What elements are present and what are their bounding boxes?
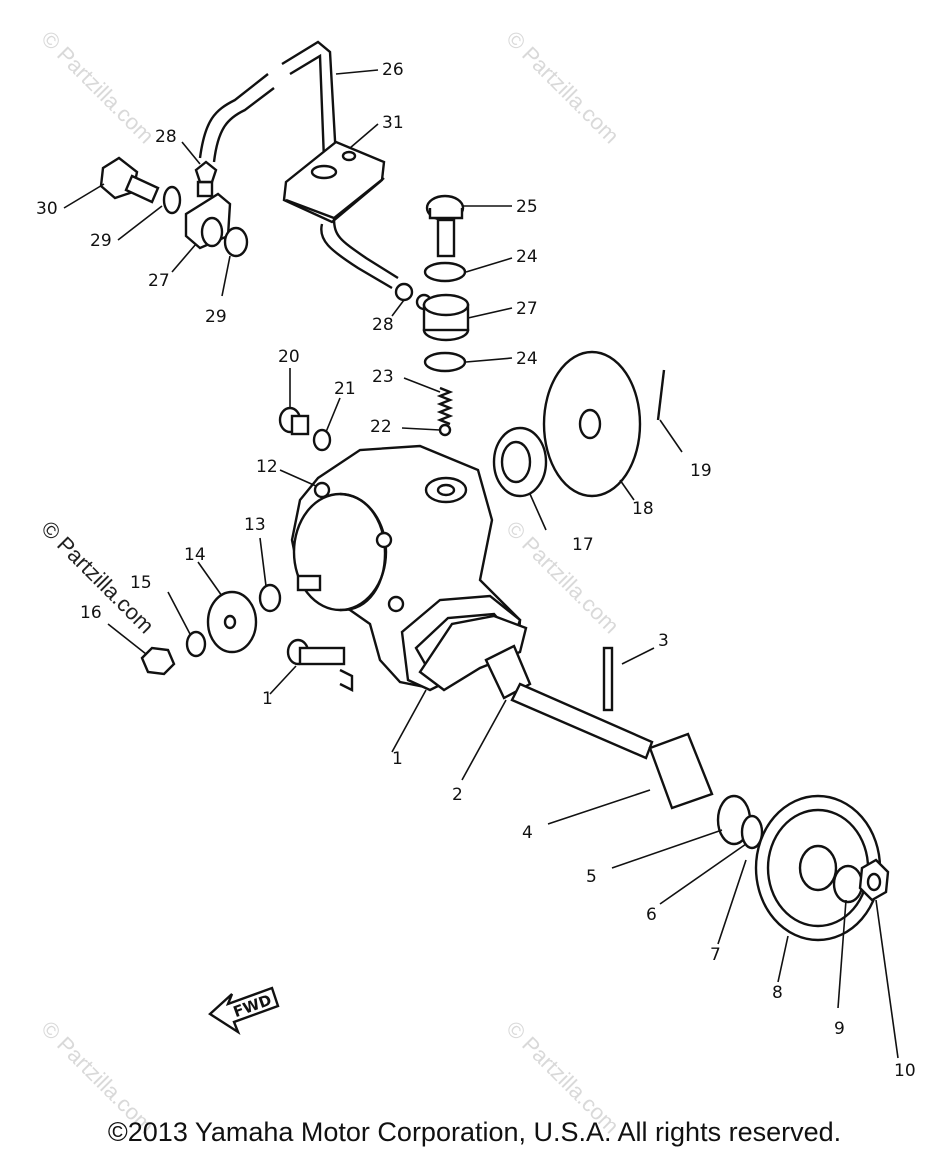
callout-18: 18 (632, 499, 654, 519)
callout-6: 6 (646, 905, 657, 925)
callout-5: 5 (586, 867, 597, 887)
plate-14 (206, 590, 258, 654)
callout-31: 31 (382, 113, 404, 133)
callout-29-upper: 29 (90, 231, 112, 251)
callout-14: 14 (184, 545, 206, 565)
washer-15 (185, 630, 207, 658)
screw-hint (339, 668, 354, 692)
callout-28-upper: 28 (155, 127, 177, 147)
callout-25: 25 (516, 197, 538, 217)
banjo-bolt-25 (425, 194, 465, 258)
callout-27-right: 27 (516, 299, 538, 319)
callout-7: 7 (710, 945, 721, 965)
callout-10: 10 (894, 1061, 916, 1081)
cotter-pin-19 (656, 369, 666, 421)
washer-21 (312, 428, 332, 452)
washer-24-upper (423, 261, 467, 283)
callout-9: 9 (834, 1019, 845, 1039)
callout-1-gasket: 1 (392, 749, 403, 769)
clip-28-upper (194, 160, 218, 184)
callout-20: 20 (278, 347, 300, 367)
banjo-27-upper (184, 180, 232, 250)
callout-12: 12 (256, 457, 278, 477)
callout-22: 22 (370, 417, 392, 437)
callout-15: 15 (130, 573, 152, 593)
nut-10 (858, 858, 890, 902)
callout-21: 21 (334, 379, 356, 399)
screw-1 (286, 638, 346, 666)
spring-23 (436, 386, 454, 426)
callout-13: 13 (244, 515, 266, 535)
grommet-31 (282, 140, 399, 290)
callout-26: 26 (382, 60, 404, 80)
fwd-arrow: FWD (208, 986, 280, 1036)
pinion-9 (832, 864, 864, 904)
callout-24-upper: 24 (516, 247, 538, 267)
collar-4 (648, 732, 714, 810)
callout-17: 17 (572, 535, 594, 555)
washer-6 (740, 814, 764, 850)
callout-8: 8 (772, 983, 783, 1003)
callout-16: 16 (80, 603, 102, 623)
callout-3: 3 (658, 631, 669, 651)
callout-27-upper: 27 (148, 271, 170, 291)
leader-lines (63, 69, 899, 1059)
pin-3 (602, 646, 614, 712)
washer-29-upper (162, 185, 182, 215)
callout-numbers: 26 31 28 30 29 27 29 25 24 27 28 24 23 2… (36, 60, 916, 1081)
gasket-1 (418, 614, 528, 692)
callout-4: 4 (522, 823, 533, 843)
driven-gear-8 (754, 794, 882, 942)
watermark: © Partzilla.com (36, 26, 159, 149)
oil-hose-26 (198, 40, 338, 163)
callout-29-lower: 29 (205, 307, 227, 327)
watermark: © Partzilla.com (501, 26, 624, 149)
nut-16 (140, 646, 176, 676)
banjo-bolt-30 (99, 156, 160, 204)
callout-30: 30 (36, 199, 58, 219)
washer-24-lower (423, 351, 467, 373)
oil-seal-17 (492, 426, 548, 498)
callout-23: 23 (372, 367, 394, 387)
pump-gear-18 (542, 350, 642, 498)
pump-shaft-2 (484, 644, 654, 760)
callout-24-lower: 24 (516, 349, 538, 369)
ball-22 (438, 423, 452, 437)
copyright-notice: ©2013 Yamaha Motor Corporation, U.S.A. A… (107, 1117, 842, 1147)
callout-1-screw: 1 (262, 689, 273, 709)
washer-29-lower (223, 226, 249, 258)
bolt-20 (278, 406, 310, 436)
callout-2: 2 (452, 785, 463, 805)
banjo-27-right (422, 293, 470, 342)
callout-19: 19 (690, 461, 712, 481)
callout-28-lower: 28 (372, 315, 394, 335)
washer-13 (258, 583, 282, 613)
